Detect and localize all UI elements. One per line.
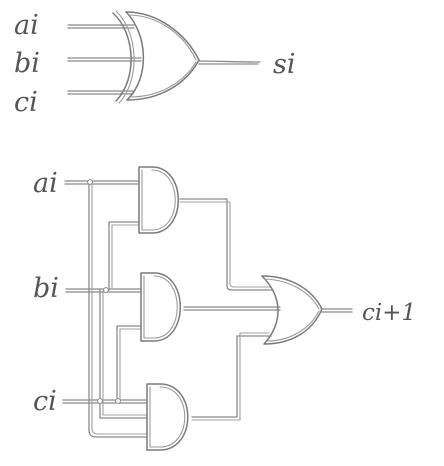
carry-input-line-a [64, 180, 140, 185]
junction-dot-c [97, 398, 103, 404]
carry-input-label-b: bi [33, 273, 59, 304]
and1-to-or-wire [179, 198, 273, 291]
or-gate [261, 275, 323, 345]
bus-a-double [91, 182, 148, 435]
xor-input-label-a: ai [14, 10, 39, 41]
and-gate-1 [138, 166, 179, 234]
xor-gate [112, 10, 200, 104]
junction-dot-c2 [115, 398, 121, 404]
bus-c-to-gate2 [116, 325, 142, 402]
carry-input-label-a: ai [33, 168, 58, 199]
bus-a [88, 181, 148, 438]
sum-xor-section: ai bi ci si [14, 10, 296, 118]
carry-input-label-c: ci [33, 386, 57, 417]
bus-b-to-gate1-double [111, 224, 140, 290]
xor-input-label-b: bi [14, 48, 40, 79]
junction-dot-b [103, 287, 109, 293]
xor-input-label-c: ci [14, 87, 38, 118]
xor-output-label: si [273, 49, 296, 80]
and-gate-3 [146, 383, 189, 451]
and2-to-or-wire [183, 306, 281, 311]
or-output-wire [320, 308, 353, 313]
and3-to-or-wire-double [191, 332, 270, 421]
xor-output-wire [198, 60, 261, 65]
carry-section: ai bi ci [33, 166, 416, 451]
bus-b-to-gate1 [108, 221, 140, 291]
and3-to-or-wire [191, 335, 272, 418]
bus-b [99, 289, 148, 419]
junction-dot-a [87, 179, 93, 185]
carry-output-label: ci+1 [362, 300, 416, 326]
bus-c-to-gate2-double [119, 328, 142, 401]
carry-input-line-c [62, 399, 148, 404]
and1-to-or-wire-double [179, 201, 271, 288]
bus-b-double [102, 290, 148, 416]
xor-input-wire-b [67, 57, 142, 62]
and-gate-2 [140, 272, 181, 342]
